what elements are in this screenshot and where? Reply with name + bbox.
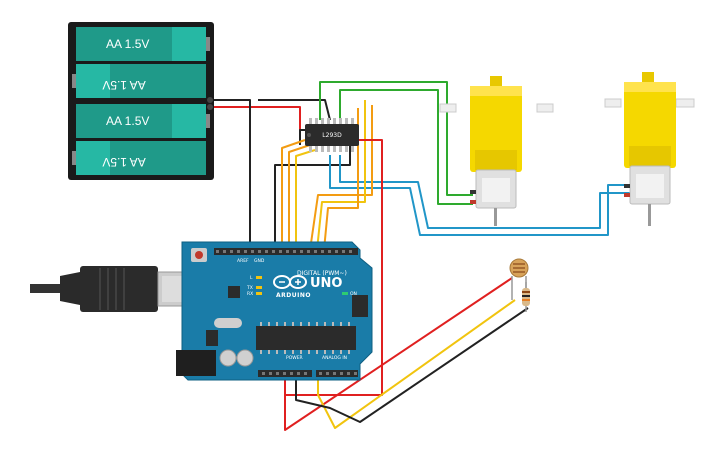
crystal — [214, 318, 242, 328]
usb-chip — [228, 286, 240, 298]
motor-terminal[interactable] — [470, 200, 476, 204]
battery-pack[interactable]: AA 1.5V AA 1.5V AA 1.5V AA 1.5V — [68, 22, 214, 180]
wire-orange-3[interactable] — [309, 105, 373, 251]
logo-text: ARDUINO — [276, 292, 311, 299]
wire-chip-black-side[interactable] — [274, 129, 351, 245]
digital-header-label: DIGITAL (PWM~) — [297, 270, 347, 277]
aref-label: AREF — [237, 258, 249, 264]
wire-yellow-2[interactable] — [316, 100, 366, 251]
led-label: L — [250, 275, 253, 281]
capacitor — [236, 349, 254, 367]
battery-cell-label: AA 1.5V — [102, 155, 145, 169]
wire-sensor-red[interactable] — [284, 277, 513, 431]
led-on — [342, 292, 348, 295]
dc-motor-right[interactable] — [604, 72, 695, 226]
wire-orange-2[interactable] — [288, 144, 311, 250]
capacitor — [219, 349, 237, 367]
battery-cell: AA 1.5V — [76, 104, 210, 138]
dc-motor-left[interactable] — [439, 76, 554, 226]
wire-green-inner[interactable] — [339, 89, 473, 205]
battery-cell: AA 1.5V — [72, 141, 206, 175]
analog-header-label: ANALOG IN — [322, 355, 347, 361]
wire-battery-black[interactable] — [210, 99, 251, 245]
gnd-label: GND — [254, 258, 265, 264]
wire-sensor-black[interactable] — [295, 307, 529, 423]
wire-blue-inner[interactable] — [339, 155, 630, 229]
usb-cable — [30, 266, 199, 312]
motor-driver-chip[interactable]: L293D — [305, 118, 359, 152]
analog-header[interactable] — [316, 370, 358, 377]
power-header-label: POWER — [286, 355, 303, 361]
led-label: TX — [246, 285, 253, 291]
wire-blue-outer[interactable] — [329, 155, 630, 236]
wire-chip-black-top[interactable] — [258, 99, 331, 121]
wire-green-outer[interactable] — [319, 81, 473, 196]
model-label: UNO — [310, 276, 343, 291]
arduino-uno-board[interactable]: AREF GND DIGITAL (PWM~) ARDUINO UNO L TX… — [176, 241, 373, 381]
led-label: RX — [247, 291, 253, 297]
led-tx — [256, 286, 262, 289]
wire-sensor-yellow[interactable] — [317, 299, 516, 429]
voltage-regulator — [206, 330, 218, 346]
on-label: ON — [350, 291, 357, 297]
motor-terminal[interactable] — [624, 193, 630, 197]
resistor[interactable] — [522, 282, 530, 312]
battery-cell-label: AA 1.5V — [106, 37, 149, 51]
wire-orange-4[interactable] — [323, 108, 359, 251]
arduino-logo: ARDUINO — [273, 275, 311, 299]
motor-terminal[interactable] — [470, 190, 476, 194]
wire-battery-red[interactable] — [210, 106, 301, 145]
power-jack[interactable] — [176, 350, 216, 376]
battery-terminal-negative[interactable] — [207, 97, 213, 103]
led-l — [256, 276, 262, 279]
wire-orange-1[interactable] — [281, 139, 306, 250]
chip-label: L293D — [322, 132, 342, 139]
wires — [210, 81, 630, 431]
battery-cell-label: AA 1.5V — [102, 78, 145, 92]
battery-terminal-positive[interactable] — [207, 104, 213, 110]
icsp-header — [352, 295, 368, 317]
battery-cell: AA 1.5V — [72, 64, 206, 98]
led-rx — [256, 292, 262, 295]
battery-cell: AA 1.5V — [76, 27, 210, 61]
motor-terminal[interactable] — [624, 184, 630, 188]
microcontroller-chip — [256, 326, 356, 350]
wire-yellow-1[interactable] — [295, 149, 316, 250]
battery-cell-label: AA 1.5V — [106, 114, 149, 128]
